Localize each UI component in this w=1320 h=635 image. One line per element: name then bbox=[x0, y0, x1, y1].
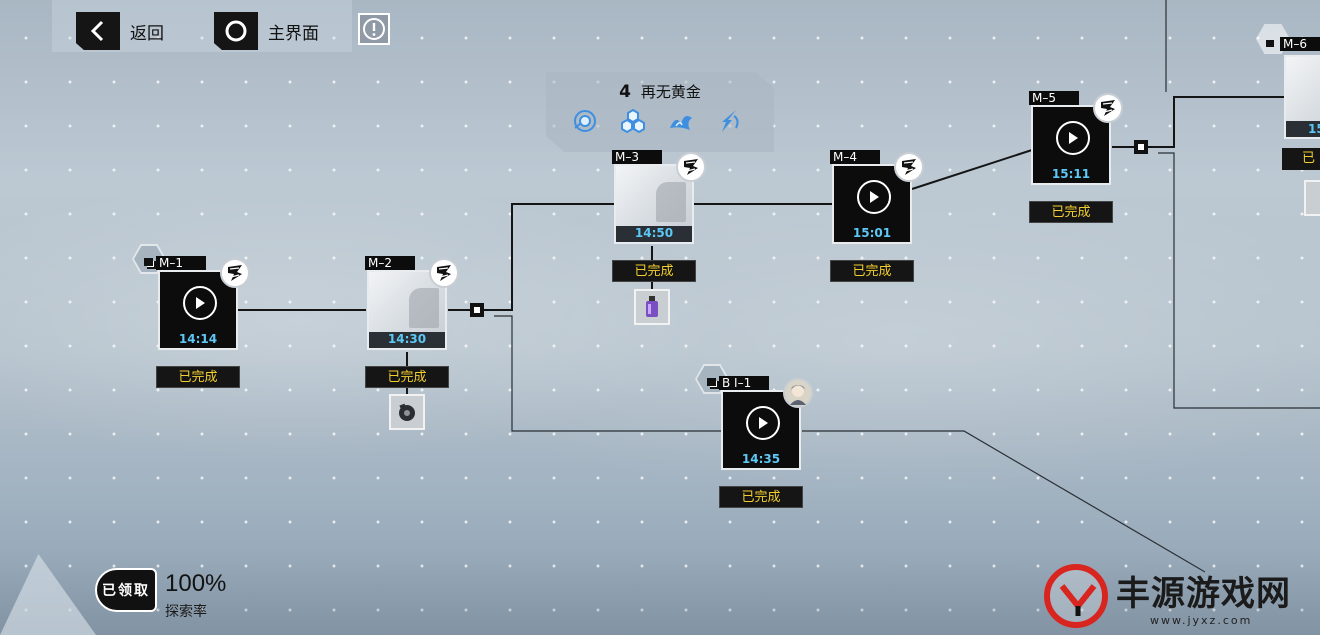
status-badge: 已完成 bbox=[719, 486, 803, 508]
status-badge: 已完成 bbox=[1029, 201, 1113, 223]
watermark-logo-icon bbox=[1044, 564, 1108, 628]
lightning-hand-icon bbox=[722, 110, 739, 132]
exploration-rate-label: 探索率 bbox=[165, 604, 207, 620]
stage-time: 14:14 bbox=[178, 332, 218, 346]
exclamation-icon bbox=[363, 18, 385, 40]
faction-emblem-icon bbox=[676, 152, 706, 182]
vortex-icon bbox=[574, 110, 596, 132]
info-button[interactable] bbox=[358, 13, 390, 45]
back-label: 返回 bbox=[130, 23, 164, 44]
back-button[interactable]: 返回 bbox=[76, 12, 164, 50]
status-badge: 已 bbox=[1282, 148, 1320, 170]
home-circle-icon bbox=[214, 12, 258, 50]
play-icon bbox=[746, 406, 780, 440]
status-badge: 已完成 bbox=[365, 366, 449, 388]
reward-item[interactable] bbox=[389, 394, 425, 430]
play-icon bbox=[1056, 121, 1090, 155]
stage-node-m6[interactable]: M–6 15 已 bbox=[1256, 0, 1320, 220]
stage-node-m5[interactable]: M–5 15:11 已完成 bbox=[1029, 91, 1123, 223]
objective-number: 4 bbox=[619, 82, 631, 102]
stage-code: M–1 bbox=[156, 256, 206, 270]
play-icon bbox=[857, 180, 891, 214]
copy-icon bbox=[707, 378, 716, 386]
claim-reward-button[interactable]: 已领取 bbox=[95, 568, 157, 612]
character-avatar bbox=[783, 378, 813, 408]
faction-emblem-icon bbox=[429, 258, 459, 288]
objective-panel: 4 再无黄金 bbox=[546, 72, 774, 152]
stage-card[interactable]: 14:30 bbox=[367, 270, 447, 350]
stage-code: M–5 bbox=[1029, 91, 1079, 105]
stage-node-m3[interactable]: M–3 14:50 已完成 bbox=[612, 150, 706, 282]
route-connector bbox=[1130, 140, 1152, 154]
stage-node-m2[interactable]: M–2 14:30 已完成 bbox=[365, 256, 459, 388]
stage-time: 14:30 bbox=[387, 332, 427, 346]
watermark-mark-icon bbox=[1059, 584, 1097, 616]
stage-node-m1[interactable]: M–1 14:14 已完成 bbox=[132, 244, 250, 388]
chevron-left-icon bbox=[76, 12, 120, 50]
stage-card[interactable]: 14:14 bbox=[158, 270, 238, 350]
exploration-rate-value: 100% bbox=[165, 570, 227, 597]
objective-title: 4 再无黄金 bbox=[546, 81, 774, 102]
site-watermark: 丰源游戏网 www.jyxz.com bbox=[1040, 562, 1320, 635]
stage-time: 14:50 bbox=[634, 226, 674, 240]
stage-time: 15 bbox=[1308, 122, 1320, 136]
stage-card[interactable]: 15 bbox=[1284, 55, 1320, 139]
stage-time: 14:35 bbox=[741, 452, 781, 466]
potion-vial-icon bbox=[646, 296, 658, 317]
stage-code: M–3 bbox=[612, 150, 662, 164]
copy-icon bbox=[144, 258, 153, 266]
stage-time: 15:01 bbox=[852, 226, 892, 240]
stage-time: 15:11 bbox=[1051, 167, 1091, 181]
home-label: 主界面 bbox=[268, 23, 319, 44]
stage-code: B I–1 bbox=[719, 376, 769, 390]
status-badge: 已完成 bbox=[156, 366, 240, 388]
home-button[interactable]: 主界面 bbox=[214, 12, 319, 50]
faction-emblem-icon bbox=[1093, 93, 1123, 123]
copy-icon bbox=[1266, 40, 1274, 47]
splash-icon bbox=[670, 116, 692, 130]
gear-part-icon bbox=[399, 403, 415, 421]
watermark-url: www.jyxz.com bbox=[1150, 614, 1253, 627]
status-badge: 已完成 bbox=[612, 260, 696, 282]
reward-item[interactable] bbox=[634, 289, 670, 325]
objective-name: 再无黄金 bbox=[640, 83, 701, 101]
faction-emblem-icon bbox=[894, 152, 924, 182]
watermark-text: 丰源游戏网 bbox=[1116, 574, 1291, 614]
faction-emblem-icon bbox=[220, 258, 250, 288]
play-icon bbox=[183, 286, 217, 320]
stage-code: M–2 bbox=[365, 256, 415, 270]
stage-node-m4[interactable]: M–4 15:01 已完成 bbox=[830, 150, 924, 282]
hexagon-cluster-icon bbox=[621, 108, 645, 134]
route-connector bbox=[466, 303, 488, 317]
stage-node-bi1[interactable]: B I–1 14:35 已完成 bbox=[695, 364, 813, 508]
reward-item[interactable] bbox=[1304, 180, 1320, 216]
stage-code: M–6 bbox=[1280, 37, 1320, 51]
status-badge: 已完成 bbox=[830, 260, 914, 282]
stage-card[interactable]: 14:50 bbox=[614, 164, 694, 244]
stage-code: M–4 bbox=[830, 150, 880, 164]
